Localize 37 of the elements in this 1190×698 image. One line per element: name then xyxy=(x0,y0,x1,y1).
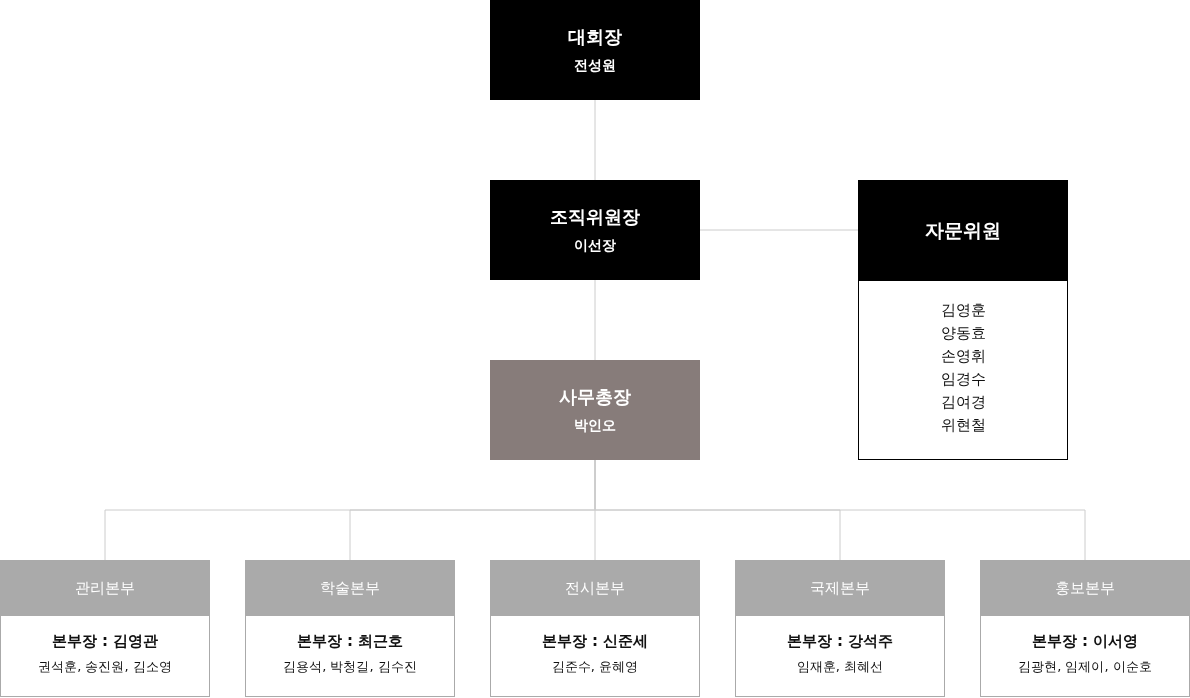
department-head: 본부장 : 이서영 xyxy=(1031,632,1139,651)
department-card xyxy=(245,560,455,697)
member-list: 임재훈, 최혜선 xyxy=(796,658,884,676)
department-card xyxy=(0,560,210,697)
department-head: 본부장 : 강석주 xyxy=(786,632,894,651)
person-name: 전성원 xyxy=(574,57,616,75)
member-list: 김용석, 박청길, 김수진 xyxy=(283,658,417,676)
department-header: 관리본부 xyxy=(0,560,210,616)
member-name: 임경수 xyxy=(940,369,986,390)
position-title: 대회장 xyxy=(568,25,622,49)
department-header: 홍보본부 xyxy=(980,560,1190,616)
department-card xyxy=(490,560,700,697)
position-box xyxy=(490,360,700,460)
member-name: 김여경 xyxy=(940,392,986,413)
member-name: 손영휘 xyxy=(940,346,986,367)
department-head: 본부장 : 신준세 xyxy=(541,632,649,651)
position-box xyxy=(490,0,700,100)
committee-header: 자문위원 xyxy=(859,181,1067,281)
position-box xyxy=(490,180,700,280)
person-name: 박인오 xyxy=(574,417,616,435)
committee-card xyxy=(858,180,1068,460)
department-header: 전시본부 xyxy=(490,560,700,616)
position-title: 조직위원장 xyxy=(550,205,640,229)
person-name: 이선장 xyxy=(574,237,616,255)
position-title: 사무총장 xyxy=(559,385,631,409)
member-name: 양동효 xyxy=(940,323,986,344)
member-list: 김광현, 임제이, 이순호 xyxy=(1018,658,1152,676)
member-name: 위현철 xyxy=(940,415,986,436)
department-card xyxy=(980,560,1190,697)
department-header: 학술본부 xyxy=(245,560,455,616)
department-head: 본부장 : 김영관 xyxy=(51,632,159,651)
member-name: 김영훈 xyxy=(940,300,986,321)
member-list: 권석훈, 송진원, 김소영 xyxy=(38,658,172,676)
member-list: 김준수, 윤혜영 xyxy=(551,658,639,676)
department-card xyxy=(735,560,945,697)
department-header: 국제본부 xyxy=(735,560,945,616)
department-head: 본부장 : 최근호 xyxy=(296,632,404,651)
